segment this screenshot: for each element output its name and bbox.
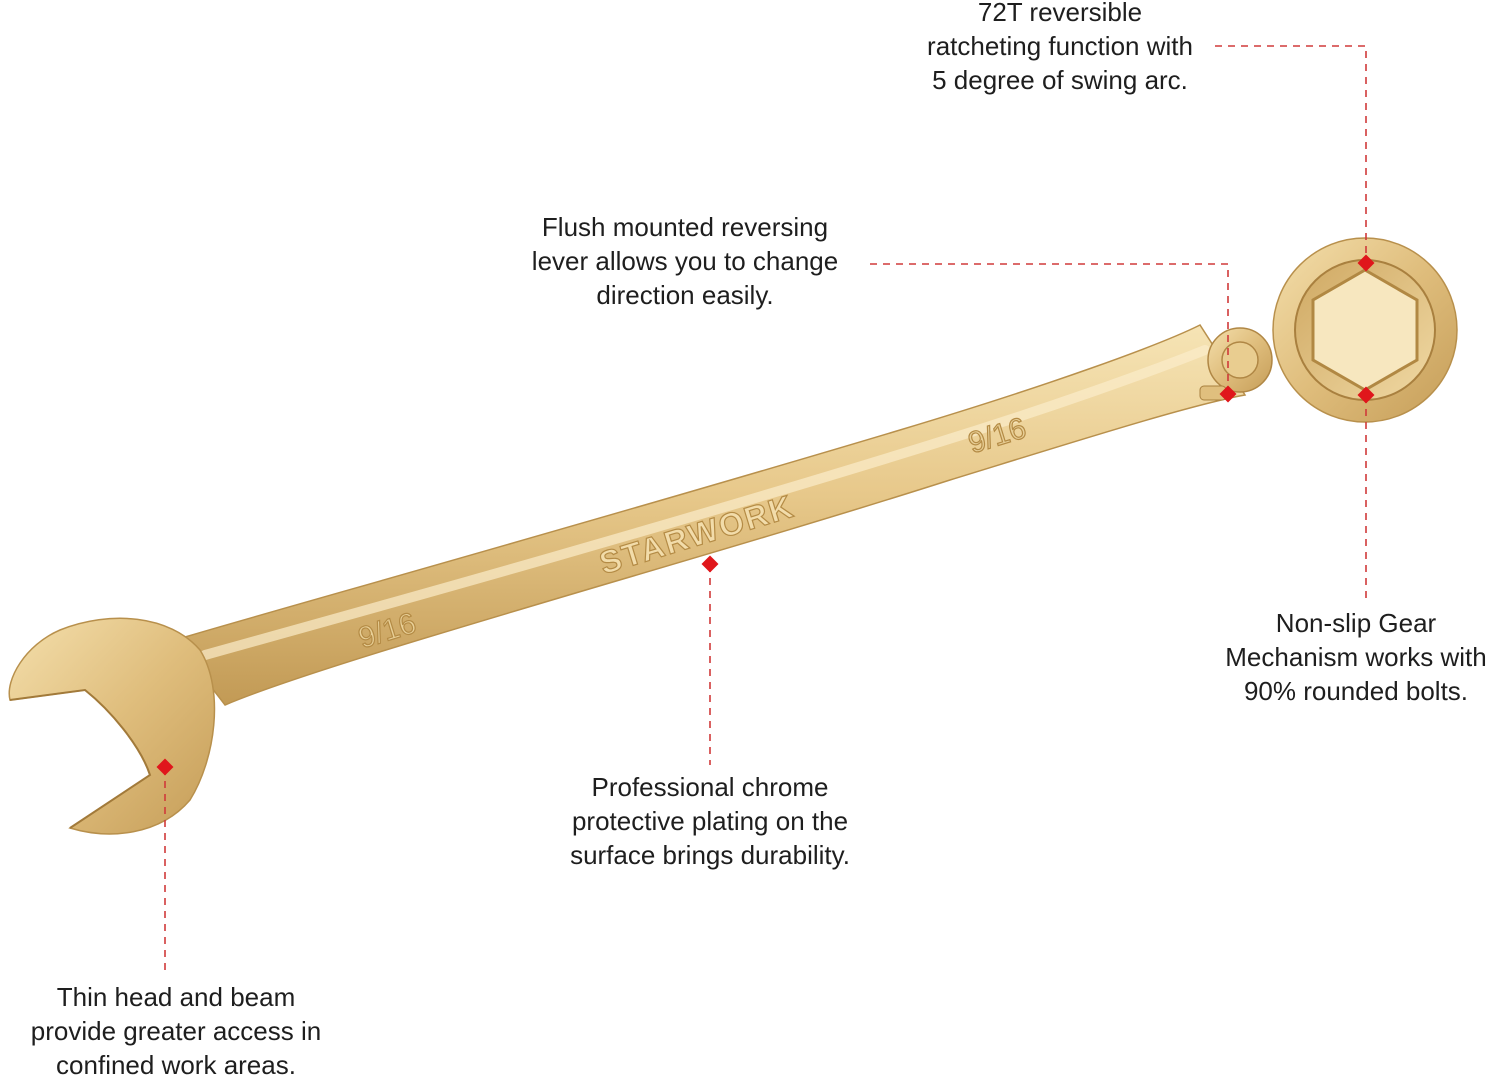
callout-line: provide greater access in — [30, 1016, 322, 1046]
marker-thin-head — [156, 758, 174, 776]
leader-line-reversing-lever — [870, 263, 1229, 393]
callout-line: 5 degree of swing arc. — [932, 65, 1188, 95]
callout-line: 90% rounded bolts. — [1243, 676, 1469, 706]
callout-chrome-plating: Professional chrome protective plating o… — [530, 770, 890, 872]
open-end-head — [8, 617, 216, 835]
callout-line: lever allows you to change — [531, 246, 839, 276]
callout-line: Mechanism works with — [1225, 642, 1487, 672]
callout-line: ratcheting function with — [927, 31, 1193, 61]
callout-line: protective plating on the — [571, 806, 849, 836]
callout-line: surface brings durability. — [570, 840, 850, 870]
callout-line: confined work areas. — [56, 1050, 296, 1080]
reversing-lever — [1199, 327, 1273, 401]
callout-gear-mechanism: Non-slip Gear Mechanism works with 90% r… — [1200, 606, 1500, 708]
callout-thin-head: Thin head and beam provide greater acces… — [0, 980, 352, 1082]
callout-line: Flush mounted reversing — [541, 212, 829, 242]
wrench: 9/16 STARWORK 9/16 — [8, 237, 1458, 835]
leader-lines — [164, 45, 1367, 972]
open-end-jaw-inner — [9, 688, 152, 829]
callout-line: Professional chrome — [591, 772, 829, 802]
callout-line: Thin head and beam — [56, 982, 296, 1012]
callout-line: Non-slip Gear — [1275, 608, 1437, 638]
wrench-beam-highlight — [200, 345, 1210, 660]
callout-ratcheting-function: 72T reversible ratcheting function with … — [880, 0, 1240, 97]
ring-end-head — [1272, 237, 1458, 423]
callout-reversing-lever: Flush mounted reversing lever allows you… — [480, 210, 890, 312]
callout-line: 72T reversible — [977, 0, 1143, 27]
marker-plating — [701, 555, 719, 573]
callout-line: direction easily. — [596, 280, 774, 310]
